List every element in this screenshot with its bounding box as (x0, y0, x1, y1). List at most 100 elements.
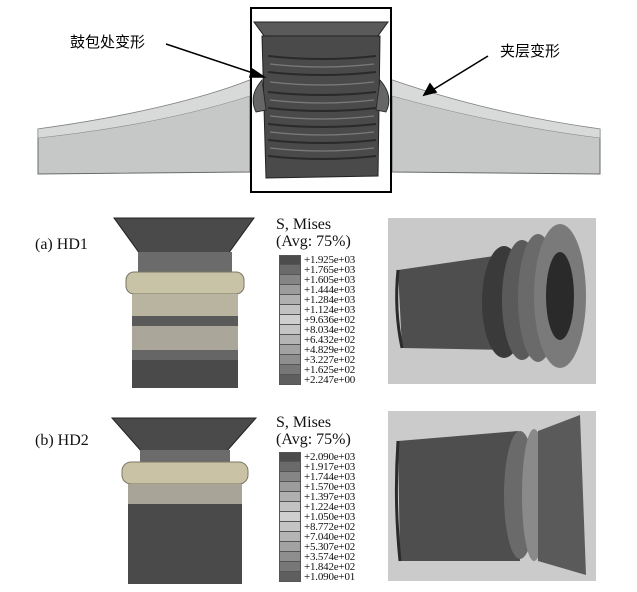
hd2-legend-row: +5.307e+02 (279, 541, 399, 553)
hd2-legend-row: +1.050e+03 (279, 511, 399, 523)
hd2-legend-title-line1: S, Mises (276, 414, 332, 431)
hd1-legend-value: +6.432e+02 (304, 334, 356, 346)
hd2-legend-swatch (279, 532, 301, 542)
hd1-legend-swatch (279, 355, 301, 365)
hd2-legend-value: +1.224e+03 (304, 501, 356, 513)
hd2-legend-swatch (279, 482, 301, 492)
bulge-deformation-label: 鼓包处变形 (70, 33, 146, 51)
hd2-legend-row: +1.224e+03 (279, 501, 399, 513)
hd1-legend-swatch (279, 345, 301, 355)
hd2-legend-value: +1.050e+03 (304, 511, 356, 523)
hd1-legend-row: +1.925e+03 (279, 254, 399, 266)
hd1-legend-swatch (279, 365, 301, 375)
hd2-legend-swatch (279, 492, 301, 502)
hd1-legend-value: +2.247e+00 (304, 374, 356, 386)
hd1-legend-swatch (279, 305, 301, 315)
hd1-legend-swatch (279, 275, 301, 285)
case-a-label: (a) HD1 (35, 236, 88, 253)
hd1-legend-row: +8.034e+02 (279, 324, 399, 336)
hd1-legend-row: +2.247e+00 (279, 374, 399, 386)
hd1-legend-value: +1.625e+02 (304, 364, 356, 376)
hd2-legend-row: +2.090e+03 (279, 451, 399, 463)
hd2-legend-swatch (279, 542, 301, 552)
hd1-legend-value: +8.034e+02 (304, 324, 356, 336)
hd1-legend-row: +6.432e+02 (279, 334, 399, 346)
hd1-legend-row: +9.636e+02 (279, 314, 399, 326)
hd1-legend-row: +3.227e+02 (279, 354, 399, 366)
hd2-legend-row: +1.570e+03 (279, 481, 399, 493)
hd2-legend-value: +1.397e+03 (304, 491, 356, 503)
hd2-legend-swatch (279, 452, 301, 462)
right-plate-core (391, 79, 601, 139)
hd2-legend-value: +7.040e+02 (304, 531, 356, 543)
hd2-legend: +2.090e+03+1.917e+03+1.744e+03+1.570e+03… (279, 451, 399, 583)
hd1-legend-swatch (279, 285, 301, 295)
hd1-legend-row: +1.765e+03 (279, 264, 399, 276)
hd1-legend-row: +4.829e+02 (279, 344, 399, 356)
hd1-legend-value: +4.829e+02 (304, 344, 356, 356)
hd2-legend-value: +1.090e+01 (304, 571, 356, 583)
hd2-legend-swatch (279, 472, 301, 482)
hd1-legend-swatch (279, 315, 301, 325)
hd1-legend-value: +9.636e+02 (304, 314, 356, 326)
hd1-legend-swatch (279, 265, 301, 275)
hd1-legend-row: +1.625e+02 (279, 364, 399, 376)
hd2-legend-swatch (279, 522, 301, 532)
hd2-legend-row: +8.772e+02 (279, 521, 399, 533)
hd2-legend-value: +5.307e+02 (304, 541, 356, 553)
hd2-legend-swatch (279, 562, 301, 572)
hd1-legend-swatch (279, 325, 301, 335)
hd1-legend-swatch (279, 375, 301, 385)
hd2-legend-row: +7.040e+02 (279, 531, 399, 543)
hd1-legend-value: +1.124e+03 (304, 304, 356, 316)
hd1-legend-title: S, Mises (Avg: 75%) (276, 216, 351, 250)
hd1-legend-value: +1.284e+03 (304, 294, 356, 306)
hd2-legend-value: +1.917e+03 (304, 461, 356, 473)
hd1-fem-model (113, 217, 255, 388)
hd2-legend-title-line2: (Avg: 75%) (276, 431, 351, 448)
hd1-legend-row: +1.124e+03 (279, 304, 399, 316)
hd1-legend-value: +1.765e+03 (304, 264, 356, 276)
hd2-legend-row: +1.090e+01 (279, 571, 399, 583)
hd2-legend-row: +1.917e+03 (279, 461, 399, 473)
hd2-legend-row: +1.397e+03 (279, 491, 399, 503)
hd1-legend-value: +1.925e+03 (304, 254, 356, 266)
hd2-legend-row: +1.842e+02 (279, 561, 399, 573)
hd2-legend-title: S, Mises (Avg: 75%) (276, 414, 351, 448)
hd2-legend-swatch (279, 552, 301, 562)
hd1-legend-value: +1.605e+03 (304, 274, 356, 286)
bulge-left (252, 79, 267, 113)
hd1-legend-swatch (279, 255, 301, 265)
hd1-legend-row: +1.444e+03 (279, 284, 399, 296)
bulge-right (375, 79, 390, 113)
cross-section-figure (37, 7, 601, 193)
hd1-legend-value: +3.227e+02 (304, 354, 356, 366)
hd2-legend-swatch (279, 462, 301, 472)
hd2-legend-value: +3.574e+02 (304, 551, 356, 563)
rivet-highlights (269, 63, 375, 152)
hd1-legend-swatch (279, 295, 301, 305)
hd2-legend-value: +8.772e+02 (304, 521, 356, 533)
hd2-legend-value: +1.842e+02 (304, 561, 356, 573)
hd2-legend-value: +1.570e+03 (304, 481, 356, 493)
hd1-legend-row: +1.605e+03 (279, 274, 399, 286)
hd2-legend-swatch (279, 502, 301, 512)
rivet-bands (267, 55, 377, 160)
hd2-fem-model (110, 417, 258, 584)
hd2-legend-row: +3.574e+02 (279, 551, 399, 563)
hd2-legend-swatch (279, 512, 301, 522)
hd1-legend: +1.925e+03+1.765e+03+1.605e+03+1.444e+03… (279, 254, 399, 386)
hd2-photo (388, 411, 596, 581)
hd1-legend-title-line2: (Avg: 75%) (276, 233, 351, 250)
interlayer-deformation-label: 夹层变形 (500, 42, 561, 60)
highlight-box (250, 7, 392, 193)
hd2-legend-row: +1.744e+03 (279, 471, 399, 483)
hd1-legend-title-line1: S, Mises (276, 216, 332, 233)
annotation-arrows (165, 43, 489, 97)
hd1-photo (388, 218, 596, 384)
hd2-legend-value: +2.090e+03 (304, 451, 356, 463)
hd1-legend-swatch (279, 335, 301, 345)
hd1-legend-row: +1.284e+03 (279, 294, 399, 306)
hd2-legend-value: +1.744e+03 (304, 471, 356, 483)
hd1-legend-value: +1.444e+03 (304, 284, 356, 296)
